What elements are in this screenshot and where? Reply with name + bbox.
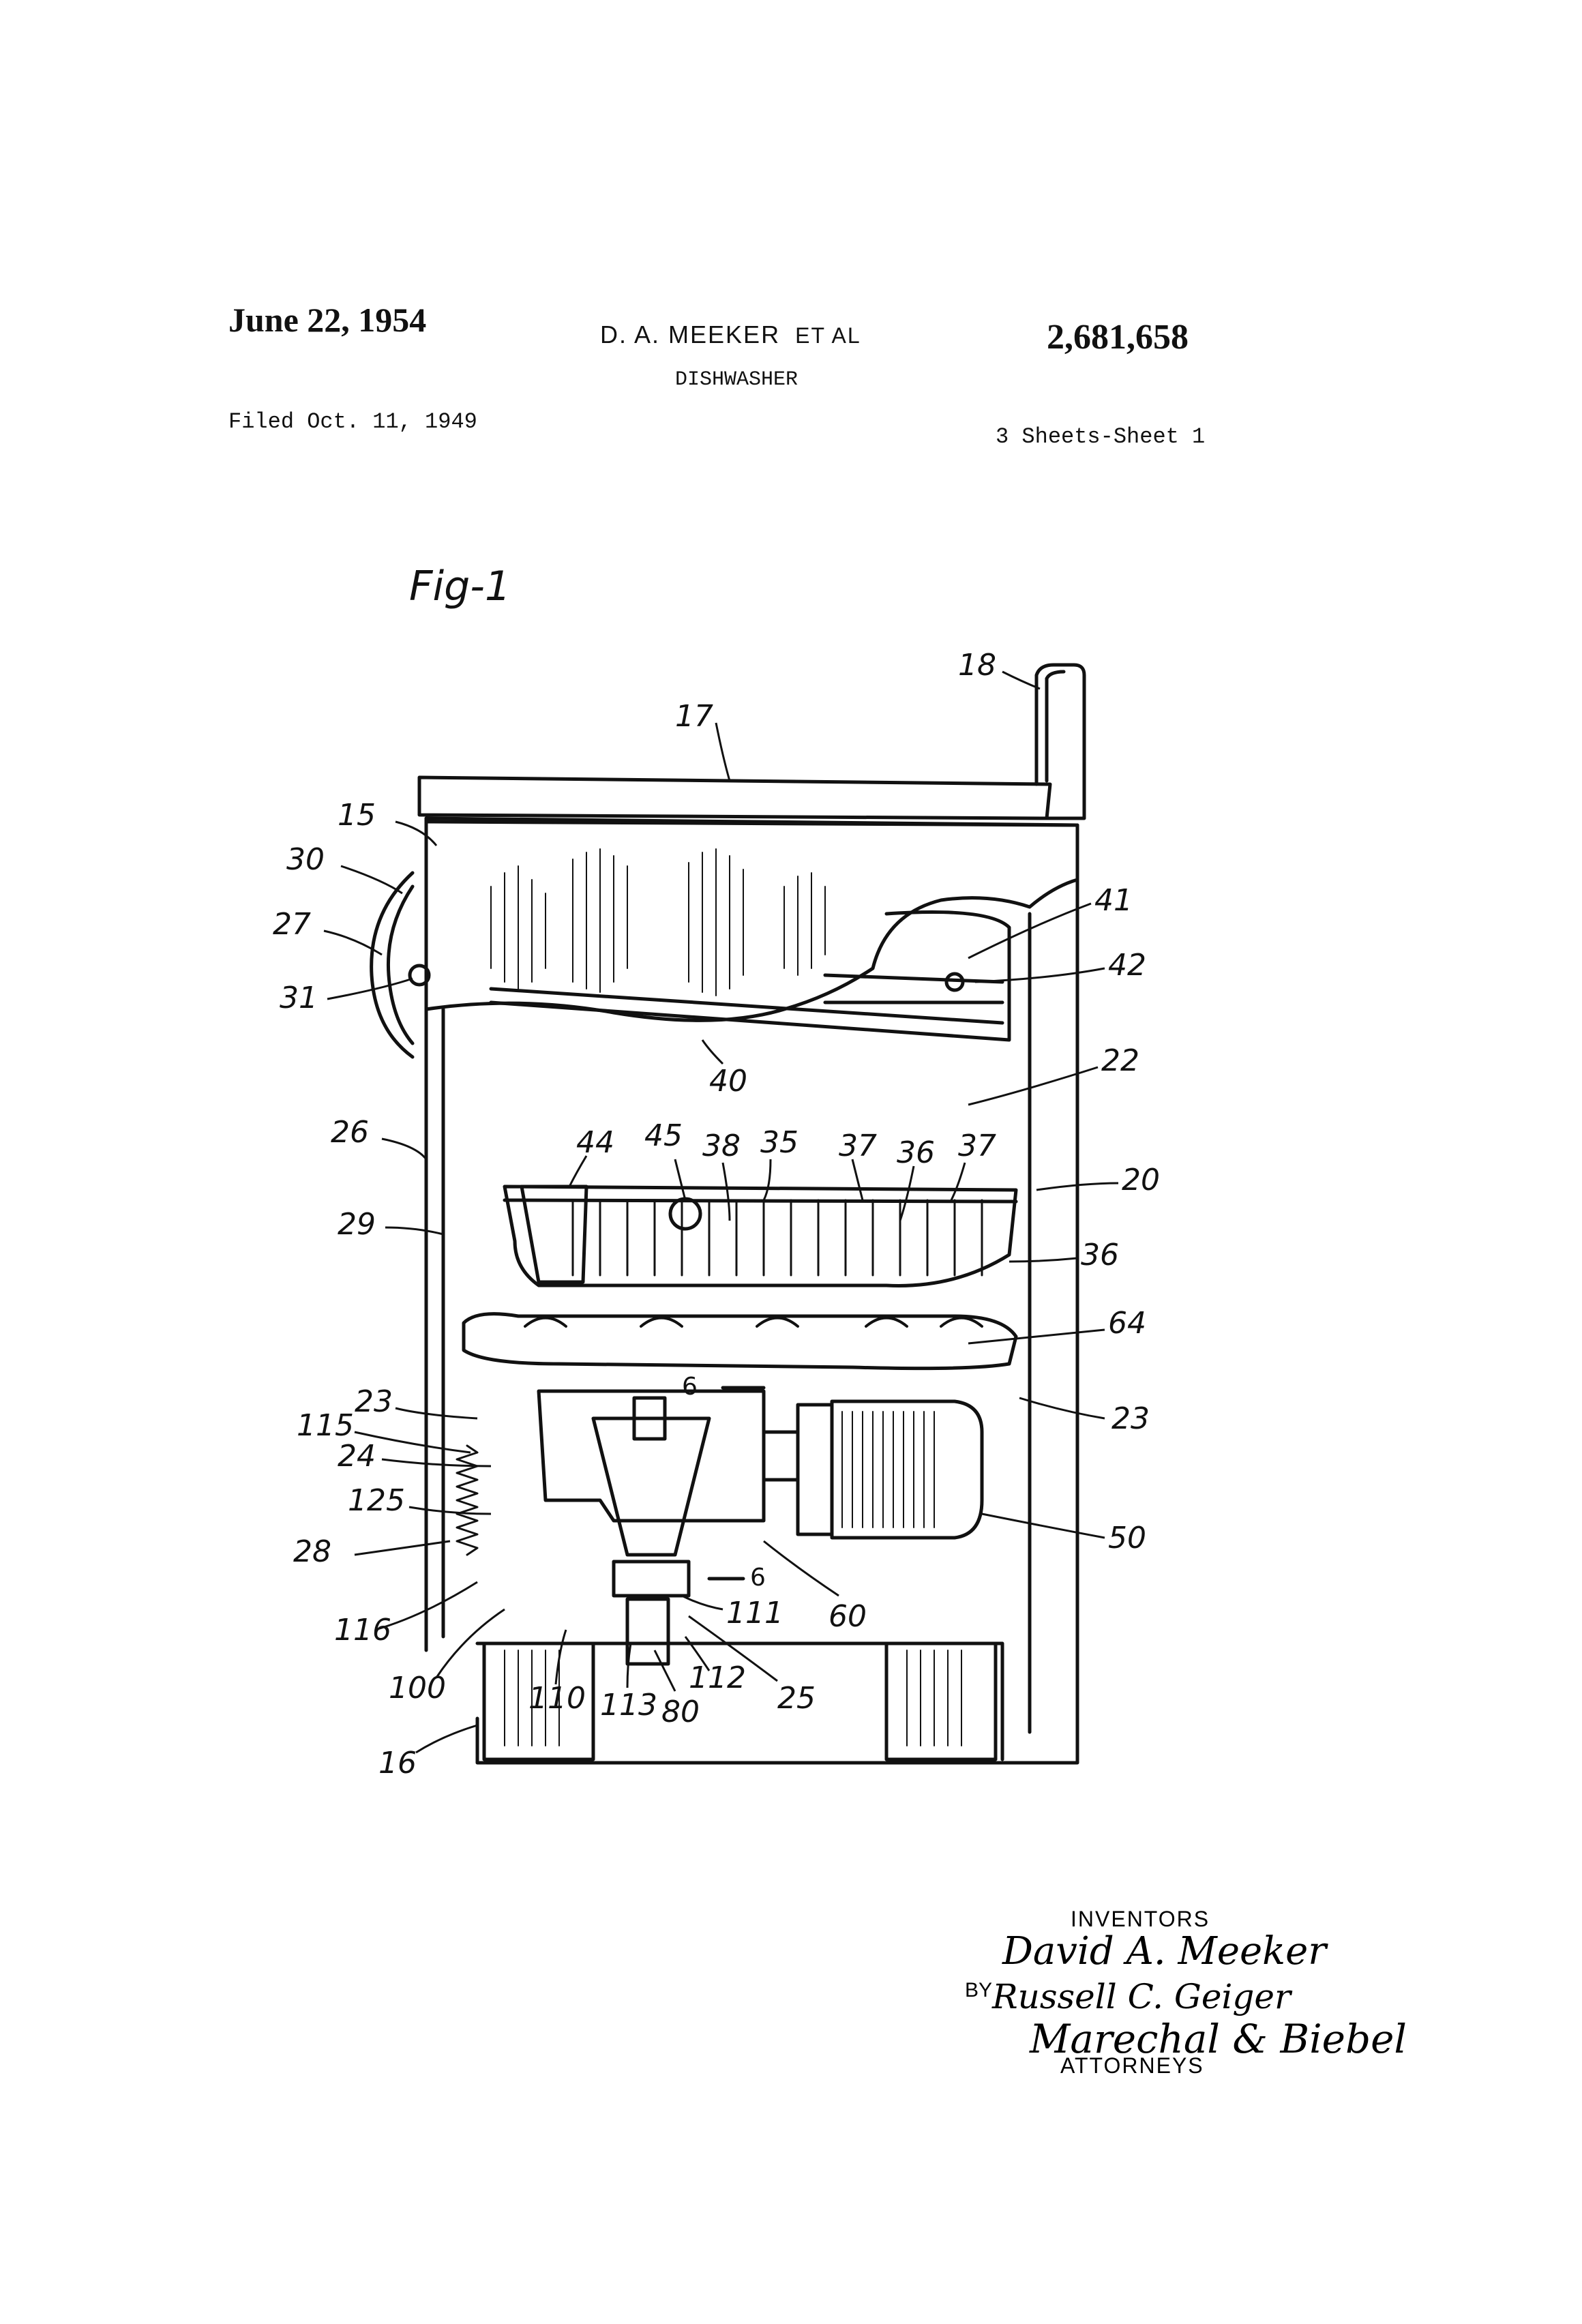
ref-44: 44 xyxy=(576,1125,614,1160)
ref-112: 112 xyxy=(689,1660,746,1695)
ref-40: 40 xyxy=(709,1064,747,1099)
motor-bracket xyxy=(764,1432,798,1480)
lower-basket-rim xyxy=(505,1200,1016,1202)
ref-23-a: 23 xyxy=(355,1384,393,1419)
pump-outlet xyxy=(627,1599,668,1664)
ref-60: 60 xyxy=(829,1599,867,1634)
ref-100: 100 xyxy=(389,1671,446,1705)
spring xyxy=(457,1446,477,1555)
ref-28: 28 xyxy=(293,1534,331,1569)
motor xyxy=(832,1401,982,1538)
ref-80: 80 xyxy=(661,1695,700,1729)
signature-meeker: David A. Meeker xyxy=(1002,1929,1328,1973)
top-panel-shading xyxy=(491,849,825,996)
ref-25: 25 xyxy=(777,1681,816,1716)
backsplash xyxy=(1036,665,1084,818)
pump-housing xyxy=(539,1391,764,1521)
ref-45: 45 xyxy=(644,1118,683,1153)
ref-23-b: 23 xyxy=(1111,1401,1150,1436)
motor-ribs xyxy=(842,1412,934,1528)
ref-42: 42 xyxy=(1108,948,1146,983)
ref-113: 113 xyxy=(600,1688,657,1723)
ref-125: 125 xyxy=(348,1483,405,1518)
foot-right xyxy=(886,1643,996,1759)
ref-115: 115 xyxy=(297,1408,354,1443)
by-label: BY xyxy=(965,1979,992,2001)
counter-top xyxy=(419,777,1050,818)
motor-endcap xyxy=(798,1405,832,1534)
upper-rack xyxy=(491,912,1009,1041)
ref-30: 30 xyxy=(286,842,325,877)
ref-37-b: 37 xyxy=(958,1129,996,1163)
cup-holder xyxy=(670,1199,700,1229)
spray-arm xyxy=(464,1314,1016,1369)
ref-24: 24 xyxy=(338,1439,376,1474)
section-line xyxy=(709,1388,764,1579)
ref-22: 22 xyxy=(1101,1043,1139,1078)
ref-15: 15 xyxy=(338,798,376,833)
ref-27: 27 xyxy=(273,907,311,942)
spray-nozzles xyxy=(525,1318,982,1327)
ref-16: 16 xyxy=(378,1746,417,1781)
ref-38: 38 xyxy=(702,1129,741,1163)
ref-41: 41 xyxy=(1094,883,1133,918)
signature-attorneys: Marechal & Biebel xyxy=(1029,2016,1407,2062)
ref-17: 17 xyxy=(675,699,713,734)
signature-block: INVENTORS BY ATTORNEYS David A. Meeker R… xyxy=(965,1907,1407,2078)
ref-6-b: 6 xyxy=(750,1564,766,1592)
ref-110: 110 xyxy=(528,1681,586,1716)
inventors-label: INVENTORS xyxy=(1071,1907,1210,1931)
ref-20: 20 xyxy=(1122,1163,1160,1197)
ref-37-a: 37 xyxy=(839,1129,877,1163)
figure-label: Fig-1 xyxy=(409,563,511,610)
ref-64: 64 xyxy=(1108,1306,1146,1341)
ref-50: 50 xyxy=(1108,1521,1146,1555)
ref-31: 31 xyxy=(280,981,318,1015)
ref-111: 111 xyxy=(726,1596,783,1630)
pump-base xyxy=(614,1562,689,1596)
ref-36-a: 36 xyxy=(897,1135,935,1170)
basket-wires xyxy=(573,1200,982,1275)
signature-geiger: Russell C. Geiger xyxy=(991,1977,1293,2016)
door-handle xyxy=(372,873,413,1057)
ref-116: 116 xyxy=(334,1613,391,1648)
ref-18: 18 xyxy=(958,648,996,683)
ref-6-a: 6 xyxy=(682,1373,698,1401)
backsplash-inner xyxy=(1047,672,1064,781)
ref-35: 35 xyxy=(760,1125,799,1160)
ref-36-b: 36 xyxy=(1081,1238,1119,1272)
ref-26: 26 xyxy=(331,1115,369,1150)
ref-29: 29 xyxy=(338,1207,376,1242)
upper-rack-slide xyxy=(825,975,1002,1002)
door-handle-inner xyxy=(388,887,413,1043)
